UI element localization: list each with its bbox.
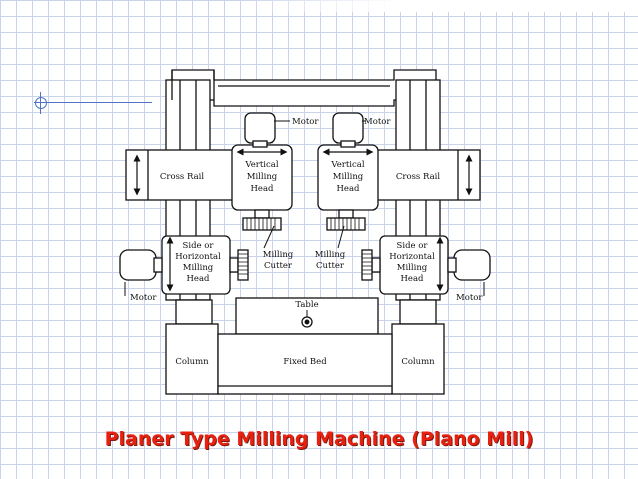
label-side-head-left-1: Side or <box>183 241 215 251</box>
bracket-horizontal-line <box>34 102 152 103</box>
label-vertical-head-right-3: Head <box>337 184 361 194</box>
top-motor-right-neck <box>340 140 356 148</box>
label-side-head-right-4: Head <box>401 274 425 284</box>
left-upright-cap <box>171 70 215 100</box>
side-motor-right <box>453 249 491 281</box>
label-vertical-head-right-2: Milling <box>333 172 364 182</box>
column-left-upper <box>175 299 213 325</box>
label-cutter-right-1: Milling <box>315 250 346 260</box>
label-cutter-right-2: Cutter <box>316 261 345 271</box>
label-cutter-left-1: Milling <box>263 250 294 260</box>
cutter-teeth-right <box>330 218 360 230</box>
label-table: Table <box>295 300 318 310</box>
side-motor-left-neck <box>153 257 163 273</box>
cross-rail-right <box>369 149 481 201</box>
header-fade <box>238 0 638 12</box>
label-side-head-left-4: Head <box>187 274 211 284</box>
vertical-spindle-left <box>254 209 270 219</box>
side-cutter-right <box>361 249 373 281</box>
side-cutter-left <box>237 249 249 281</box>
top-motor-left-neck <box>252 140 268 148</box>
label-motor-side-left: Motor <box>130 293 157 303</box>
label-motor-side-right: Motor <box>456 293 483 303</box>
side-spindle-right <box>371 257 381 273</box>
label-side-head-left-2: Horizontal <box>175 252 221 262</box>
label-column-right: Column <box>401 357 435 367</box>
column-left <box>165 323 219 395</box>
label-cutter-left-2: Cutter <box>264 261 293 271</box>
label-side-head-right-1: Side or <box>397 241 429 251</box>
top-motor-left <box>244 112 276 144</box>
side-motor-right-neck <box>447 257 457 273</box>
fixed-bed <box>217 333 393 395</box>
label-motor-top-right: Motor <box>364 117 391 127</box>
label-vertical-head-left-1: Vertical <box>244 160 278 170</box>
label-cross-rail-left: Cross Rail <box>160 172 204 182</box>
vertical-cutter-left <box>242 217 282 231</box>
label-cross-rail-right: Cross Rail <box>396 172 440 182</box>
side-motor-left <box>119 249 157 281</box>
label-vertical-head-right-1: Vertical <box>330 160 364 170</box>
column-right-upper <box>399 299 437 325</box>
label-side-head-right-3: Milling <box>397 263 428 273</box>
table-center-dot <box>304 319 310 325</box>
side-cutter-teeth-left <box>238 253 248 275</box>
label-vertical-head-left-2: Milling <box>247 172 278 182</box>
bracket-circle <box>35 97 47 109</box>
side-cutter-teeth-right <box>362 253 372 275</box>
label-side-head-right-2: Horizontal <box>389 252 435 262</box>
cross-rail-left <box>125 149 239 201</box>
leader-cutter-right <box>337 225 345 249</box>
slide-caption: Planer Type Milling Machine (Plano Mill) <box>104 428 534 450</box>
label-column-left: Column <box>175 357 209 367</box>
label-motor-top-left: Motor <box>292 117 319 127</box>
label-fixed-bed: Fixed Bed <box>283 357 327 367</box>
top-motor-right <box>332 112 364 144</box>
side-spindle-left <box>229 257 239 273</box>
label-vertical-head-left-3: Head <box>251 184 275 194</box>
leader-cutter-left <box>263 225 275 249</box>
vertical-spindle-right <box>338 209 354 219</box>
vertical-cutter-right <box>326 217 366 231</box>
label-side-head-left-3: Milling <box>183 263 214 273</box>
cutter-teeth-left <box>246 218 276 230</box>
